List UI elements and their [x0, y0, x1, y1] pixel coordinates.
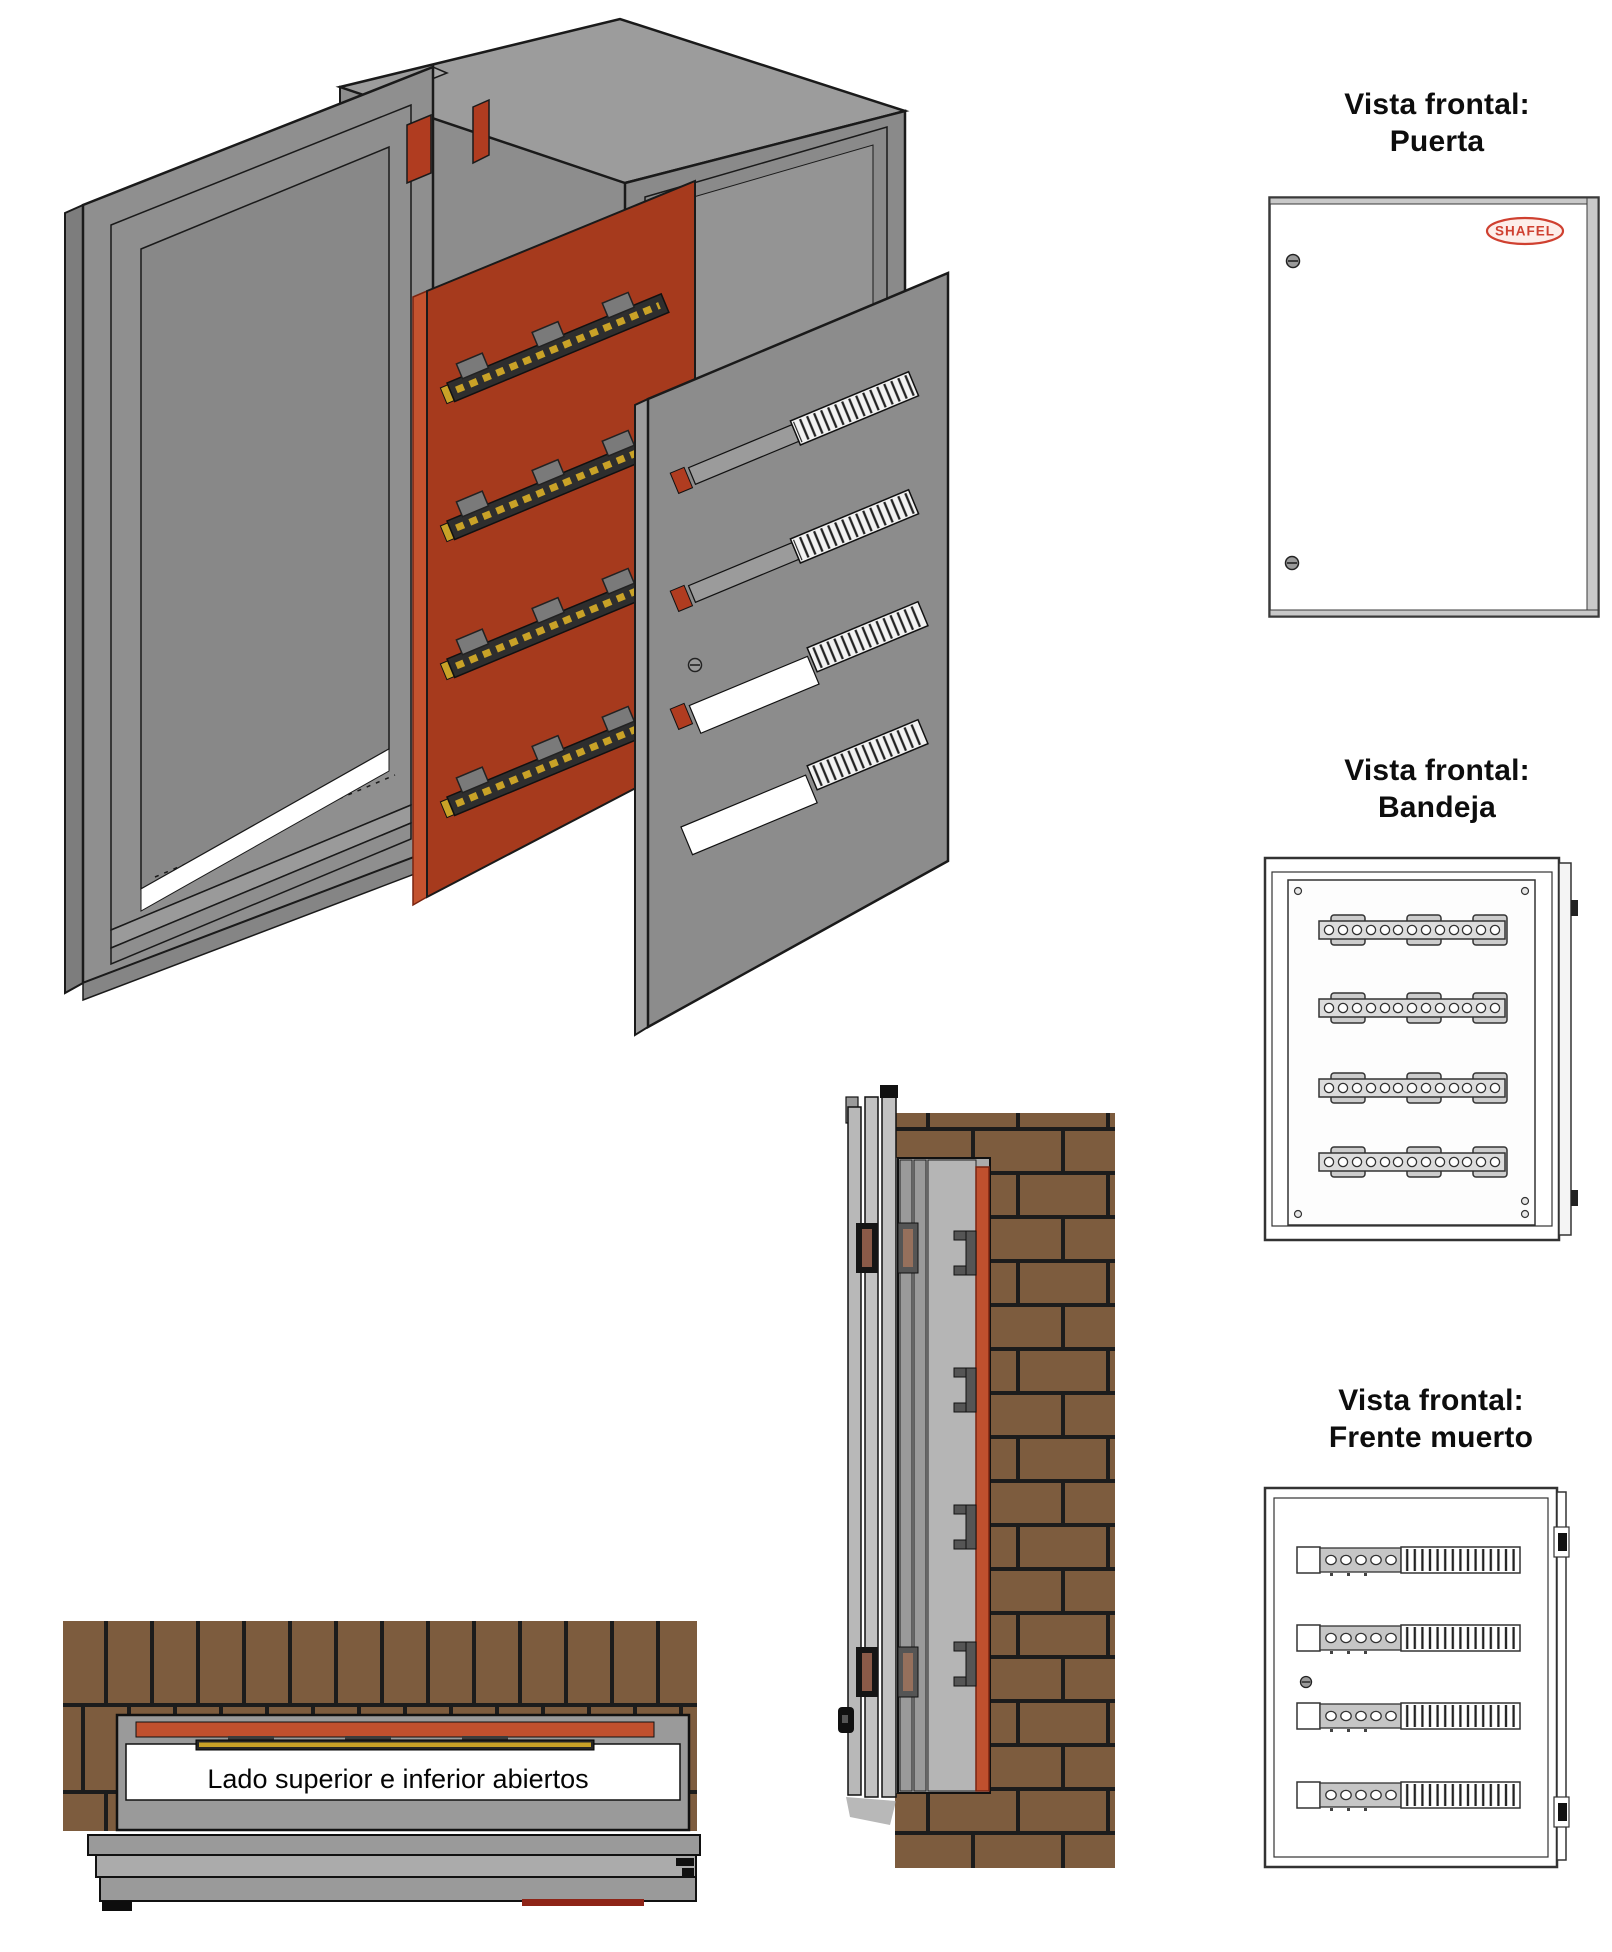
cabinet-section: Lado superior e inferior abiertos	[115, 1713, 691, 1832]
gasket-strip	[522, 1899, 644, 1906]
label-line2: Frente muerto	[1328, 1421, 1534, 1454]
door-outline	[1268, 196, 1600, 618]
label-line2: Bandeja	[1377, 791, 1497, 824]
hinge	[1571, 900, 1578, 916]
hinge	[1571, 1190, 1578, 1206]
screw-icon	[1299, 1675, 1313, 1689]
dead-front-panel	[634, 271, 950, 1037]
latch	[838, 1707, 854, 1733]
hinge	[856, 1222, 919, 1698]
tray-inner-frame	[1271, 871, 1553, 1227]
tray-side-wall	[1558, 862, 1572, 1236]
screw-icon	[1284, 555, 1300, 571]
label-vista-puerta: Vista frontal: Puerta	[1272, 86, 1602, 160]
screw-icon	[687, 657, 703, 673]
exploded-view-figure	[55, 5, 960, 1047]
mounting-plate-section	[975, 1166, 990, 1792]
hinge	[406, 98, 490, 185]
label-line1: Vista frontal:	[1344, 754, 1530, 787]
label-line2: Puerta	[1389, 125, 1485, 158]
door-bottom-edge	[1269, 609, 1599, 617]
label-vista-bandeja: Vista frontal: Bandeja	[1272, 752, 1602, 826]
side-section-view	[838, 1085, 1120, 1947]
label-line1: Vista frontal:	[1338, 1384, 1524, 1417]
open-interior	[125, 1743, 681, 1801]
tray-front-view	[1262, 855, 1582, 1247]
door-edge-strip	[1556, 1491, 1567, 1861]
mounting-plate-section	[135, 1721, 655, 1738]
top-section-view: Lado superior e inferior abiertos	[60, 1618, 705, 1918]
door-section-strips	[845, 1085, 898, 1825]
door-panel	[64, 65, 449, 1002]
door-top-edge	[1269, 197, 1599, 205]
label-vista-frente-muerto: Vista frontal: Frente muerto	[1266, 1382, 1596, 1456]
foot	[102, 1901, 132, 1911]
hinge	[1553, 1526, 1570, 1828]
door-section-bands	[87, 1834, 701, 1911]
dead-front-view	[1262, 1486, 1580, 1886]
brand-badge: SHAFEL	[1485, 216, 1565, 246]
door-right-edge	[1586, 197, 1599, 617]
open-sides-note: Lado superior e inferior abiertos	[207, 1764, 588, 1794]
label-line1: Vista frontal:	[1344, 88, 1530, 121]
screw-icon	[1285, 253, 1301, 269]
mounting-plate	[412, 179, 696, 907]
door-front-view: SHAFEL	[1268, 196, 1600, 618]
brand-text: SHAFEL	[1495, 224, 1555, 239]
brick-wall	[893, 1113, 1115, 1868]
